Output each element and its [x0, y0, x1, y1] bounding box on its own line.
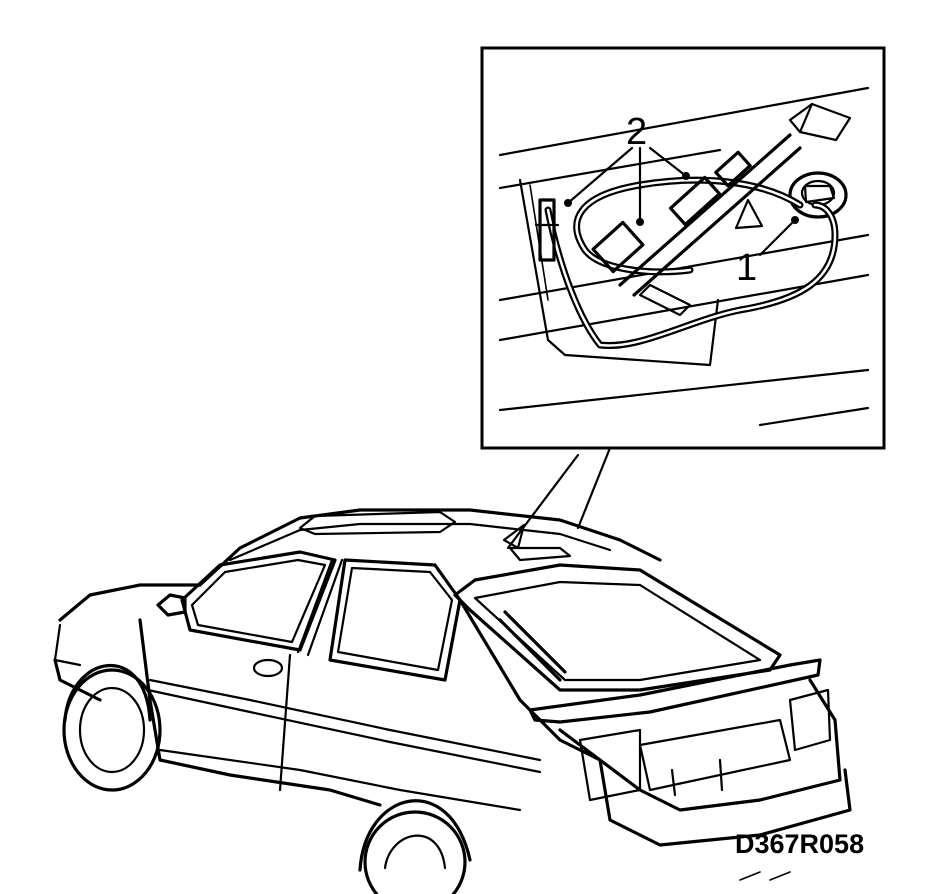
detail-inset: 2 1	[480, 46, 886, 450]
inset-pointer	[502, 446, 612, 550]
callout-label-1: 1	[736, 247, 757, 289]
callout-label-2: 2	[626, 111, 647, 153]
car-illustration	[53, 508, 852, 894]
diagram-reference-code: D367R058	[735, 829, 864, 859]
inset-frame	[480, 46, 886, 450]
